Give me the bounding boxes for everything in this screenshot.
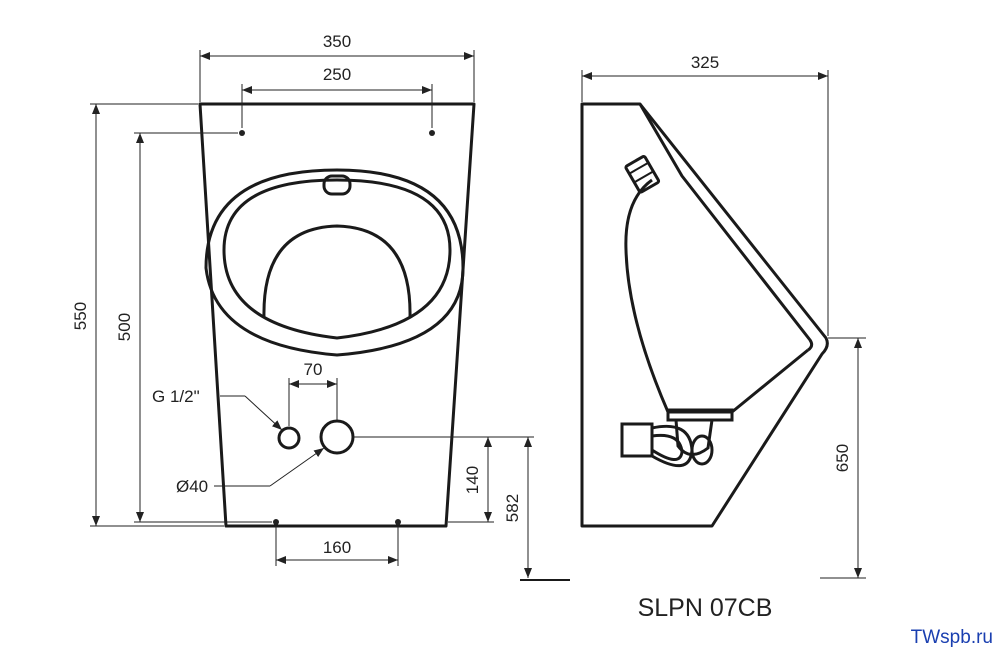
dim-550: 550	[71, 302, 90, 330]
bowl-inner-rim	[222, 178, 452, 340]
spray-head	[322, 174, 352, 196]
side-spray-head	[624, 155, 661, 194]
side-view	[580, 102, 829, 528]
bottom-mount-hole-left	[273, 519, 279, 525]
dim-350: 350	[323, 32, 351, 51]
dim-140: 140	[463, 466, 482, 494]
inlet-circle	[277, 426, 301, 450]
side-body-outline	[580, 102, 829, 528]
dim-160: 160	[323, 538, 351, 557]
dim-250: 250	[323, 65, 351, 84]
dim-70: 70	[304, 360, 323, 379]
bowl-outer	[204, 168, 465, 357]
dim-650: 650	[833, 444, 852, 472]
side-bowl-profile	[624, 178, 809, 414]
front-view	[198, 102, 476, 528]
bowl-back-arch	[262, 224, 412, 319]
side-dimensions: 325 650	[581, 53, 866, 579]
label-g-half-inch: G 1/2"	[152, 387, 200, 406]
dim-500: 500	[115, 313, 134, 341]
side-inner-line	[638, 103, 814, 352]
watermark: TWspb.ru	[911, 627, 993, 648]
model-name: SLPN 07CB	[638, 594, 773, 622]
front-body-outline	[198, 102, 476, 528]
front-dimensions: 350 250 550 500 70 G 1/2" Ø40 140	[71, 32, 570, 581]
top-mount-hole-left	[239, 130, 245, 136]
dim-325: 325	[691, 53, 719, 72]
outlet-circle	[319, 419, 355, 455]
siphon-trap	[620, 408, 734, 467]
bottom-mount-hole-right	[395, 519, 401, 525]
label-d40: Ø40	[176, 477, 208, 496]
top-mount-hole-right	[429, 130, 435, 136]
dim-582: 582	[503, 494, 522, 522]
